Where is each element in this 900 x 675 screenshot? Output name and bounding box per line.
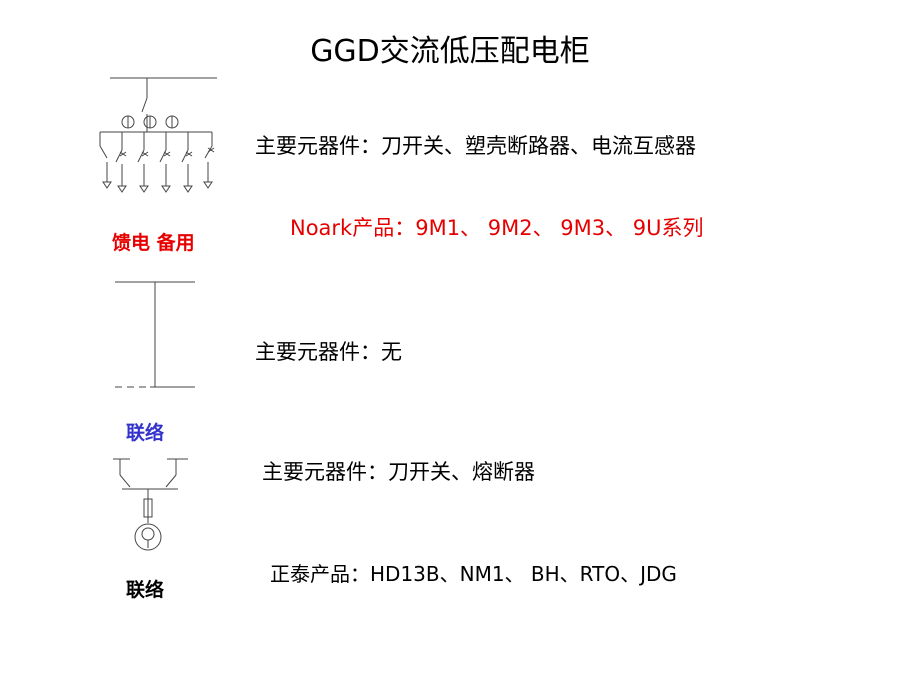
tie-switch-fuse-diagram xyxy=(113,458,188,551)
feeder-products-text: Noark产品：9M1、 9M2、 9M3、 9U系列 xyxy=(290,216,704,240)
tie-switch-components-text: 主要元器件：刀开关、熔断器 xyxy=(262,460,535,484)
feeder-components-text: 主要元器件：刀开关、塑壳断路器、电流互感器 xyxy=(255,134,696,158)
tie-caption: 联络 xyxy=(126,422,165,444)
feeder-caption: 馈电 备用 xyxy=(112,232,195,254)
slide-title: GGD交流低压配电柜 xyxy=(310,34,590,69)
feeder-circuit-diagram xyxy=(99,77,217,193)
tie-components-text: 主要元器件：无 xyxy=(255,340,402,364)
feeder-branches xyxy=(99,132,215,193)
tie-circuit-diagram xyxy=(115,281,195,388)
tie-switch-caption: 联络 xyxy=(126,579,165,601)
tie-switch-products-text: 正泰产品：HD13B、NM1、 BH、RTO、JDG xyxy=(270,562,677,586)
